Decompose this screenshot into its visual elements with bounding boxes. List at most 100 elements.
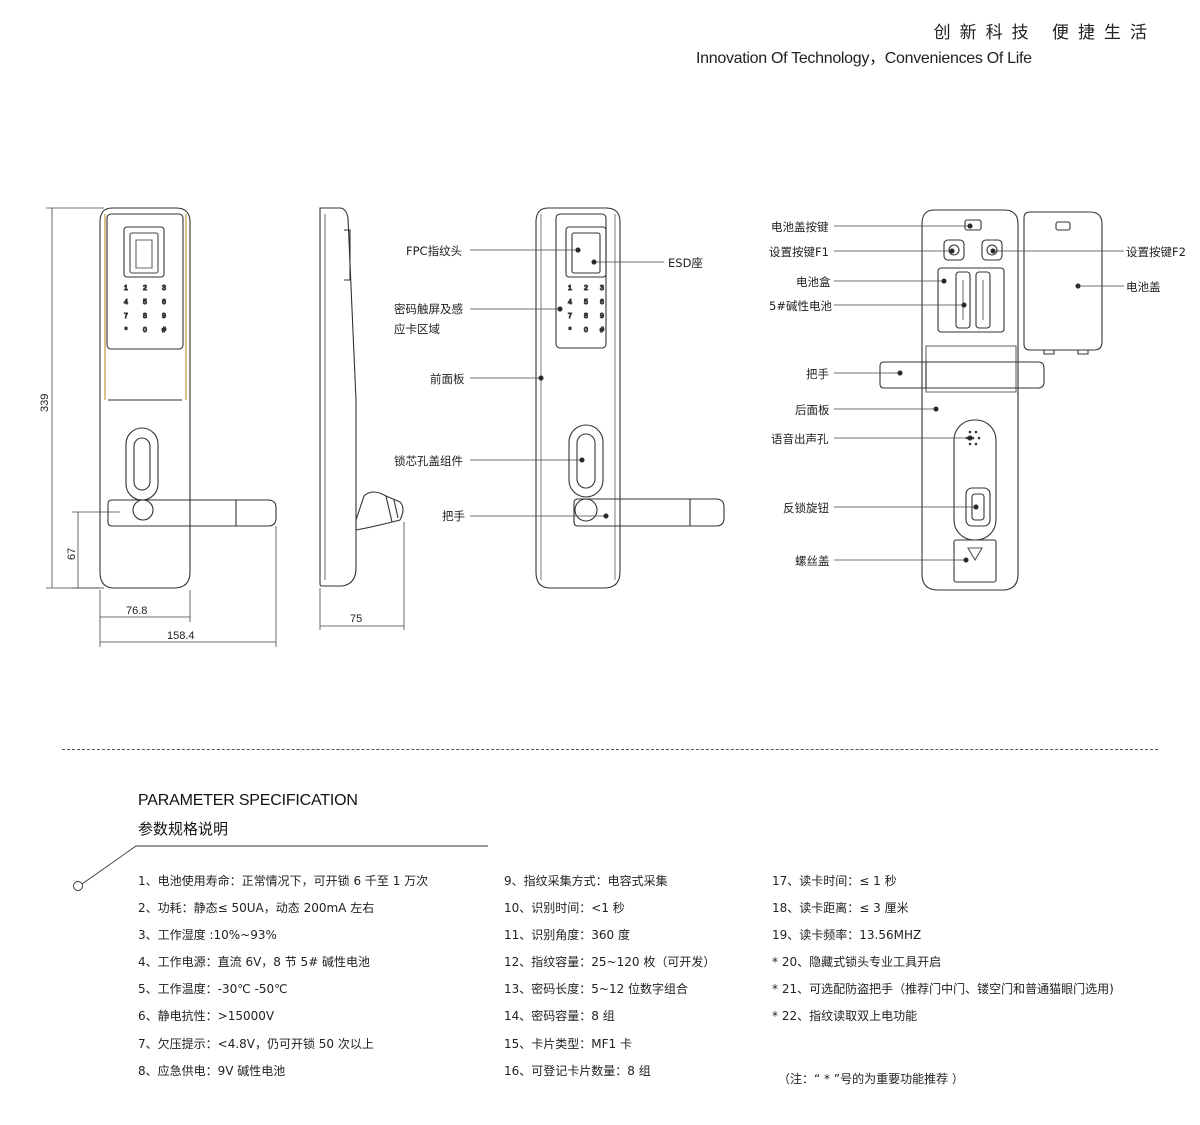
spec-item: 19、读卡频率：13.56MHZ (772, 928, 922, 943)
lock-technical-drawing: 1 2 3 4 5 6 7 8 9 * 0 # 339 6 7 76.8 158.4 75 1 2 3 4 5 6… (39, 207, 1186, 647)
keypad-key: # (162, 327, 166, 334)
keypad-key: 0 (584, 327, 588, 334)
detail-fingerprint (565, 226, 607, 278)
spec-title-chinese: 参数规格说明 (138, 820, 229, 838)
rear-handle (879, 361, 1045, 389)
label-esd: ESD座 (668, 256, 703, 270)
battery-cover (1023, 211, 1103, 351)
spec-item: * 20、隐藏式锁头专业工具开启 (772, 955, 942, 970)
cylinder-cover (125, 427, 159, 501)
spec-item: 10、识别时间：<1 秒 (504, 901, 625, 916)
spec-column-1: 1、电池使用寿命：正常情况下，可开锁 6 千至 1 万次 2、功耗：静态≤ 50… (138, 873, 428, 1090)
rear-handle-escutcheon (925, 345, 1017, 393)
speaker-holes (965, 430, 981, 446)
keypad-key: 3 (600, 285, 604, 292)
keypad-key: 5 (584, 299, 588, 306)
label-front-handle: 把手 (442, 509, 465, 523)
spec-column-3: 17、读卡时间：≤ 1 秒 18、读卡距离：≤ 3 厘米 19、读卡频率：13.… (772, 873, 1114, 1036)
keypad-key: 5 (143, 299, 147, 306)
front-dimensions (46, 207, 277, 647)
section-divider (62, 749, 1158, 750)
battery-box (937, 267, 1005, 333)
spec-item: 14、密码容量：8 组 (504, 1009, 615, 1024)
side-profile (319, 207, 357, 587)
spec-item: 13、密码长度：5~12 位数字组合 (504, 982, 689, 997)
keypad-key: 4 (568, 299, 572, 306)
keypad-key: * (125, 327, 128, 334)
fingerprint-reader (123, 226, 165, 278)
handle-pivot (132, 499, 154, 521)
keypad-key: 1 (568, 285, 572, 292)
label-touch-2: 应卡区域 (394, 322, 440, 336)
spec-title-leader (73, 845, 488, 891)
spec-title-english: PARAMETER SPECIFICATION (138, 792, 358, 809)
detail-front-panel (535, 207, 621, 589)
spec-item: 4、工作电源：直流 6V，8 节 5# 碱性电池 (138, 955, 371, 970)
spec-item: 9、指纹采集方式：电容式采集 (504, 874, 668, 888)
front-keypad: 1 2 3 4 5 6 7 8 9 * 0 # (123, 284, 166, 334)
label-setting-f2: 设置按键F2 (1126, 245, 1186, 259)
keypad-key: 0 (143, 327, 147, 334)
side-handle (355, 491, 404, 531)
keypad-key: 2 (584, 285, 588, 292)
rear-view (879, 209, 1103, 591)
label-fpc: FPC指纹头 (406, 244, 462, 258)
keypad-glass (106, 213, 184, 350)
label-screw-cover: 螺丝盖 (795, 554, 830, 568)
dim-depth: 75 (350, 613, 362, 625)
dim-total-width: 158.4 (167, 630, 195, 642)
label-touch-1: 密码触屏及感 (394, 302, 463, 316)
keypad-key: 6 (600, 299, 604, 306)
keypad-key: 8 (584, 313, 588, 320)
spec-item: * 22、指纹读取双上电功能 (772, 1009, 918, 1024)
keypad-key: 3 (162, 285, 166, 292)
spec-item: 6、静电抗性：>15000V (138, 1009, 275, 1024)
keypad-key: # (600, 327, 604, 334)
side-dimensions (319, 522, 405, 630)
spec-item: 8、应急供电：9V 碱性电池 (138, 1063, 286, 1078)
front-handle (107, 499, 277, 527)
spec-item: * 21、可选配防盗把手（推荐门中门、镂空门和普通猫眼门选用) (772, 982, 1114, 997)
keypad-key: 9 (600, 313, 604, 320)
spec-item: 3、工作湿度 :10%~93% (138, 928, 277, 943)
dim-handle-offset: 76.8 (126, 605, 147, 617)
setting-button-f2 (981, 239, 1003, 261)
keypad-key: * (569, 327, 572, 334)
label-rear-panel: 后面板 (795, 403, 830, 417)
label-rear-handle: 把手 (806, 367, 829, 381)
label-speaker: 语音出声孔 (771, 432, 829, 446)
spec-item: 16、可登记卡片数量：8 组 (504, 1063, 651, 1078)
spec-note: （注：“ * ”号的为重要功能推荐 ） (778, 1072, 964, 1086)
slogan-chinese: 创新科技 便捷生活 (933, 23, 1156, 43)
dim-height: 339 (39, 394, 51, 412)
keypad-key: 1 (124, 285, 128, 292)
front-leaders (470, 247, 664, 519)
front-panel-outline (99, 207, 191, 589)
spec-item: 17、读卡时间：≤ 1 秒 (772, 874, 897, 888)
battery-cover-button (964, 219, 982, 231)
spec-item: 1、电池使用寿命：正常情况下，可开锁 6 千至 1 万次 (138, 874, 429, 888)
rear-leaders (834, 223, 1124, 563)
keypad-key: 7 (124, 313, 128, 320)
spec-item: 18、读卡距离：≤ 3 厘米 (772, 901, 909, 916)
side-view (319, 207, 404, 587)
spec-item: 5、工作温度：-30℃ -50℃ (138, 982, 288, 997)
label-battery: 5#碱性电池 (769, 299, 832, 313)
spec-column-2: 9、指纹采集方式：电容式采集 10、识别时间：<1 秒 11、识别角度：360 … (504, 873, 715, 1090)
keypad-key: 6 (162, 299, 166, 306)
keypad-key: 4 (124, 299, 128, 306)
spec-item: 11、识别角度：360 度 (504, 928, 630, 943)
label-front-panel: 前面板 (430, 372, 465, 386)
spec-item: 15、卡片类型：MF1 卡 (504, 1036, 632, 1051)
keypad-key: 9 (162, 313, 166, 320)
label-battery-box: 电池盒 (796, 275, 831, 289)
front-view: 1 2 3 4 5 6 7 8 9 * 0 # (99, 207, 277, 589)
keypad-key: 8 (143, 313, 147, 320)
setting-button-f1 (943, 239, 965, 261)
spec-item: 2、功耗：静态≤ 50UA，动态 200mA 左右 (138, 901, 375, 916)
screw-cover (953, 539, 997, 583)
label-cylinder-cover: 锁芯孔盖组件 (394, 454, 463, 468)
keypad-key: 2 (143, 285, 147, 292)
